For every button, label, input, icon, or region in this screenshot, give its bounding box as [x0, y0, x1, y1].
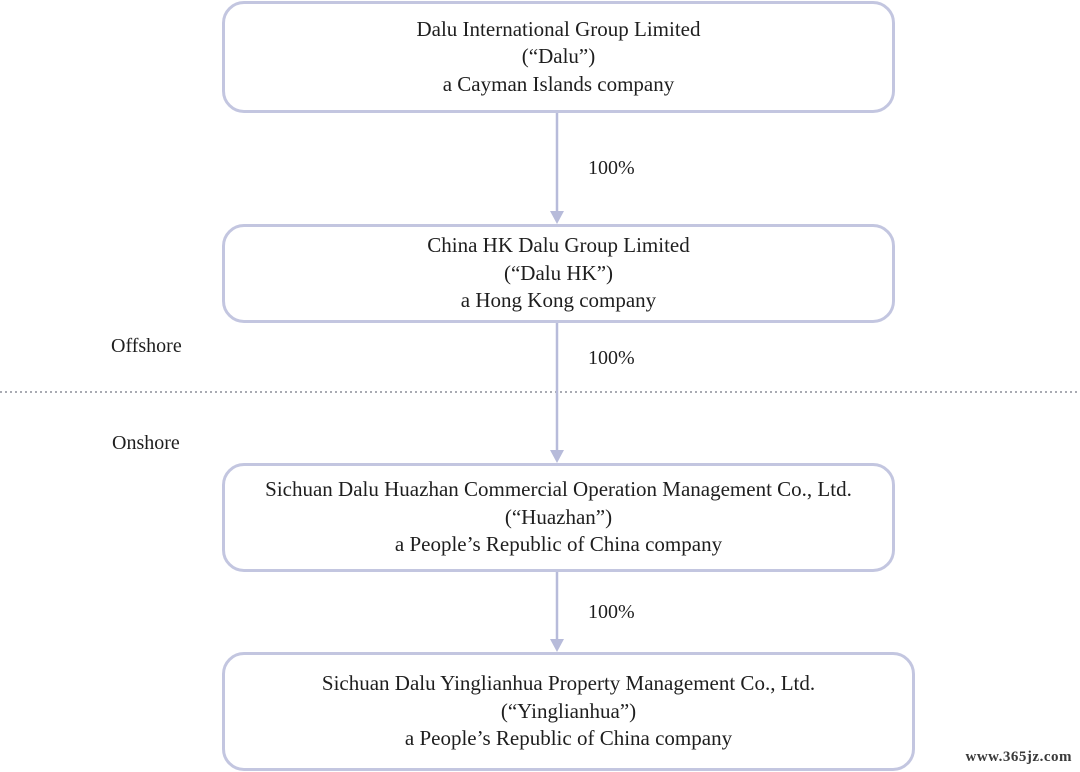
entity-jurisdiction: a Hong Kong company — [460, 288, 657, 313]
entity-jurisdiction: a People’s Republic of China company — [394, 532, 723, 557]
entity-short-name: (“Yinglianhua”) — [500, 698, 637, 723]
entity-short-name: (“Dalu”) — [521, 44, 596, 69]
entity-short-name: (“Dalu HK”) — [503, 260, 614, 285]
entity-name: Dalu International Group Limited — [416, 16, 701, 41]
entity-box-dalu: Dalu International Group Limited (“Dalu”… — [222, 1, 895, 113]
arrowhead-icon — [550, 211, 564, 224]
entity-box-yinglianhua: Sichuan Dalu Yinglianhua Property Manage… — [222, 652, 915, 771]
entity-short-name: (“Huazhan”) — [504, 504, 613, 529]
watermark: www.365jz.com — [963, 749, 1074, 766]
ownership-percent-label: 100% — [588, 601, 635, 623]
entity-jurisdiction: a People’s Republic of China company — [404, 726, 733, 751]
arrowhead-icon — [550, 639, 564, 652]
entity-jurisdiction: a Cayman Islands company — [442, 71, 675, 96]
entity-name: Sichuan Dalu Huazhan Commercial Operatio… — [265, 477, 852, 502]
arrow-dalu-hk-to-huazhan — [550, 323, 564, 463]
arrow-dalu-to-dalu-hk — [550, 113, 564, 224]
ownership-percent-label: 100% — [588, 347, 635, 369]
entity-name: China HK Dalu Group Limited — [427, 233, 690, 258]
entity-name: Sichuan Dalu Yinglianhua Property Manage… — [321, 671, 816, 696]
ownership-percent-label: 100% — [588, 157, 635, 179]
entity-box-dalu-hk: China HK Dalu Group Limited (“Dalu HK”) … — [222, 224, 895, 323]
arrowhead-icon — [550, 450, 564, 463]
arrow-huazhan-to-yinglianhua — [550, 572, 564, 652]
entity-box-huazhan: Sichuan Dalu Huazhan Commercial Operatio… — [222, 463, 895, 572]
onshore-label: Onshore — [112, 432, 180, 454]
offshore-label: Offshore — [111, 335, 182, 357]
